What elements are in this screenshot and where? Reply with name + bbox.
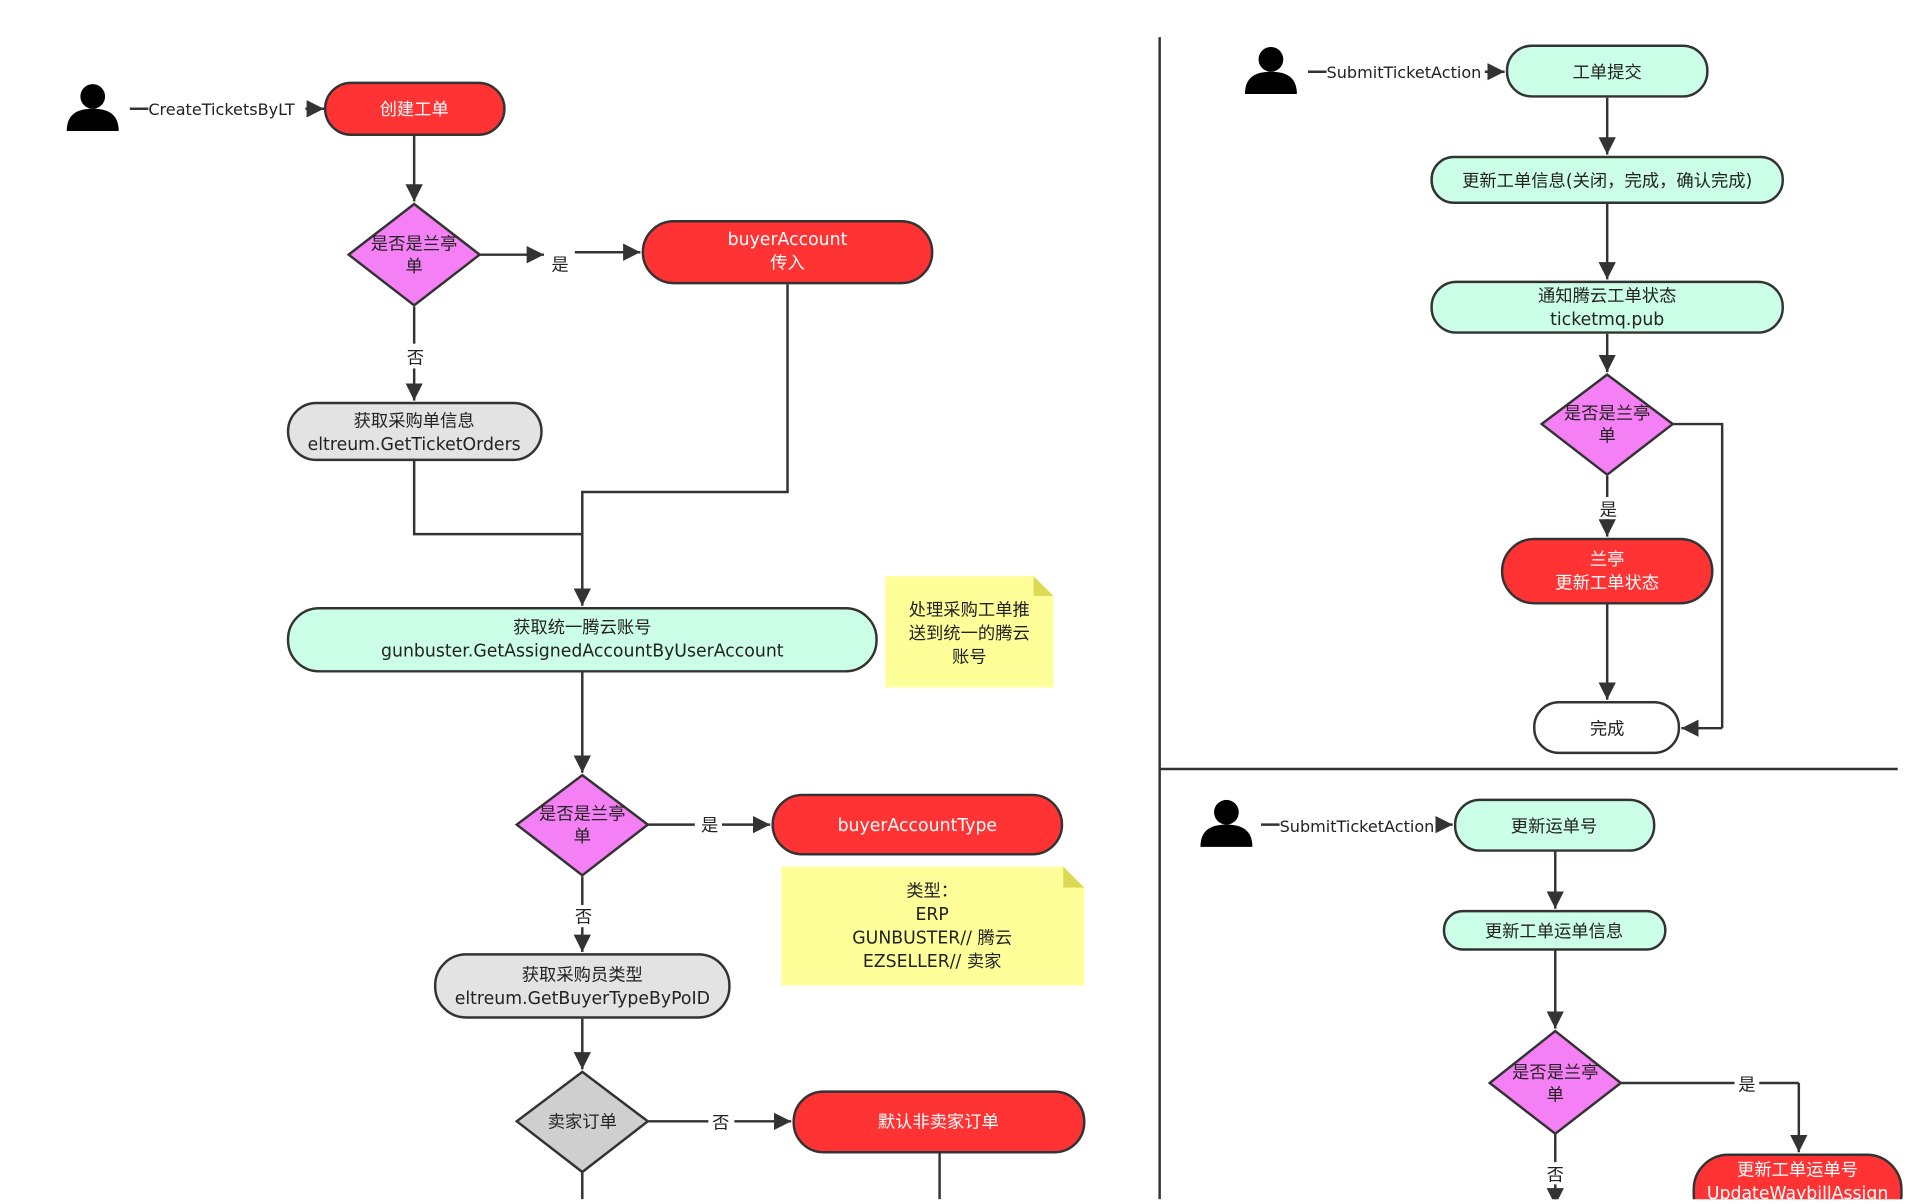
svg-text:buyerAccount: buyerAccount <box>728 230 848 250</box>
is-lanting-decision-4[interactable]: 是否是兰亭 单 <box>1487 1029 1623 1136</box>
update-ticket-info-node[interactable]: 更新工单信息(关闭，完成，确认完成) <box>1430 155 1784 204</box>
is-lanting-decision-2[interactable]: 是否是兰亭 单 <box>514 773 650 877</box>
svg-text:获取采购单信息: 获取采购单信息 <box>354 412 475 432</box>
svg-text:更新运单号: 更新运单号 <box>1511 817 1597 837</box>
svg-text:GUNBUSTER// 腾云: GUNBUSTER// 腾云 <box>852 928 1012 948</box>
edge-label-yes: 是 <box>701 816 718 836</box>
svg-text:更新工单运单信息: 更新工单运单信息 <box>1485 922 1623 942</box>
svg-text:是否是兰亭: 是否是兰亭 <box>1564 404 1650 424</box>
update-waybill-info-node[interactable]: 更新工单运单信息 <box>1442 909 1667 951</box>
ticket-submit-node[interactable]: 工单提交 <box>1505 44 1709 98</box>
svg-text:更新工单运单号: 更新工单运单号 <box>1737 1161 1858 1181</box>
svg-text:卖家订单: 卖家订单 <box>548 1113 617 1133</box>
svg-text:创建工单: 创建工单 <box>380 100 449 120</box>
svg-text:默认非卖家订单: 默认非卖家订单 <box>878 1113 999 1133</box>
svg-text:EZSELLER// 卖家: EZSELLER// 卖家 <box>863 952 1002 972</box>
note-account-types: 类型： ERP GUNBUSTER// 腾云 EZSELLER// 卖家 <box>781 866 1085 986</box>
svg-text:传入: 传入 <box>770 253 805 273</box>
right-top-edges <box>1308 63 1724 737</box>
svg-text:单: 单 <box>1547 1085 1564 1105</box>
lanting-update-status-node[interactable]: 兰亭 更新工单状态 <box>1500 537 1714 605</box>
svg-text:获取采购员类型: 获取采购员类型 <box>522 965 643 985</box>
actor-submit-ticket-2: SubmitTicketAction <box>1280 817 1435 836</box>
svg-text:是否是兰亭: 是否是兰亭 <box>1512 1063 1598 1083</box>
edge-label-yes: 是 <box>551 256 568 276</box>
svg-text:eltreum.GetTicketOrders: eltreum.GetTicketOrders <box>308 435 521 455</box>
svg-text:兰亭: 兰亭 <box>1590 550 1625 570</box>
is-lanting-decision-3[interactable]: 是否是兰亭 单 <box>1539 373 1675 477</box>
get-buyer-type-node[interactable]: 获取采购员类型 eltreum.GetBuyerTypeByPoID <box>433 953 731 1019</box>
buyer-account-type-node[interactable]: buyerAccountType <box>771 793 1064 856</box>
svg-text:是否是兰亭: 是否是兰亭 <box>371 235 457 255</box>
svg-text:buyerAccountType: buyerAccountType <box>838 816 997 836</box>
default-non-seller-node[interactable]: 默认非卖家订单 <box>792 1090 1086 1154</box>
edge-label-no: 否 <box>712 1114 729 1134</box>
edge-label-no: 否 <box>407 348 424 368</box>
get-po-info-node[interactable]: 获取采购单信息 eltreum.GetTicketOrders <box>286 401 543 462</box>
seller-order-decision[interactable]: 卖家订单 <box>514 1070 650 1174</box>
buyer-account-node[interactable]: buyerAccount 传入 <box>641 220 934 285</box>
svg-text:单: 单 <box>574 827 591 847</box>
svg-text:更新工单状态: 更新工单状态 <box>1555 573 1659 593</box>
svg-text:单: 单 <box>406 257 423 277</box>
note-unified-account: 处理采购工单推 送到统一的腾云 账号 <box>885 576 1054 688</box>
actor-submit-ticket: SubmitTicketAction <box>1327 63 1482 82</box>
edge-label-yes: 是 <box>1738 1075 1755 1095</box>
svg-text:ERP: ERP <box>915 905 948 925</box>
svg-text:送到统一的腾云: 送到统一的腾云 <box>909 624 1030 644</box>
edge-label-yes: 是 <box>1600 501 1617 521</box>
svg-text:更新工单信息(关闭，完成，确认完成): 更新工单信息(关闭，完成，确认完成) <box>1462 172 1752 192</box>
actor-create-tickets: CreateTicketsByLT <box>148 100 295 119</box>
svg-text:账号: 账号 <box>952 648 987 668</box>
svg-text:获取统一腾云账号: 获取统一腾云账号 <box>513 618 651 638</box>
svg-text:ticketmq.pub: ticketmq.pub <box>1550 310 1664 330</box>
svg-text:gunbuster.GetAssignedAccountBy: gunbuster.GetAssignedAccountByUserAccoun… <box>381 641 784 661</box>
svg-text:处理采购工单推: 处理采购工单推 <box>909 601 1030 621</box>
create-ticket-node[interactable]: 创建工单 <box>323 81 506 136</box>
get-unified-account-node[interactable]: 获取统一腾云账号 gunbuster.GetAssignedAccountByU… <box>286 607 878 673</box>
notify-tengyun-node[interactable]: 通知腾云工单状态 ticketmq.pub <box>1430 280 1784 334</box>
svg-text:是否是兰亭: 是否是兰亭 <box>539 805 625 825</box>
svg-text:eltreum.GetBuyerTypeByPoID: eltreum.GetBuyerTypeByPoID <box>455 989 710 1009</box>
person-icon <box>66 84 119 132</box>
edge-label-no: 否 <box>575 907 592 927</box>
svg-text:通知腾云工单状态: 通知腾云工单状态 <box>1538 287 1676 307</box>
svg-text:类型：: 类型： <box>906 881 958 901</box>
svg-text:完成: 完成 <box>1590 719 1625 739</box>
person-icon <box>1200 799 1253 847</box>
svg-text:UpdateWaybillAssign: UpdateWaybillAssign <box>1707 1184 1888 1199</box>
right-bottom-edges <box>1261 815 1808 1204</box>
is-lanting-decision-1[interactable]: 是否是兰亭 单 <box>346 202 482 307</box>
update-waybill-node[interactable]: 更新运单号 <box>1453 798 1656 852</box>
left-flow-edges <box>129 100 941 1200</box>
done-node[interactable]: 完成 <box>1533 700 1681 755</box>
edge-label-no: 否 <box>1547 1166 1564 1186</box>
svg-text:单: 单 <box>1599 426 1616 446</box>
lanting-update-waybill-node[interactable]: 更新工单运单号 UpdateWaybillAssign <box>1692 1153 1903 1204</box>
svg-text:工单提交: 工单提交 <box>1573 63 1642 83</box>
person-icon <box>1244 46 1297 94</box>
